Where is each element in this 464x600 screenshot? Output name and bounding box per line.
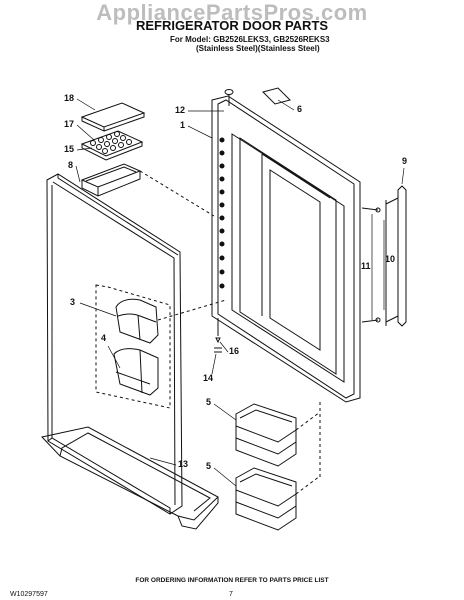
part-1-door-liner [211, 95, 361, 403]
callout-6: 6 [297, 104, 303, 114]
callout-15: 15 [64, 144, 75, 154]
part-5-bins-lower [235, 467, 297, 531]
liner-screws [219, 137, 225, 289]
callout-18: 18 [64, 93, 75, 103]
callout-11: 11 [361, 261, 371, 271]
callout-5-lower: 5 [206, 461, 212, 471]
door-handle [361, 185, 407, 327]
leader-lines [75, 98, 405, 487]
callout-16: 16 [229, 346, 240, 356]
part-18-cover [80, 102, 146, 132]
part-17-egg-tray [80, 130, 144, 161]
part-8-small-bin [80, 163, 142, 197]
page-number: 7 [229, 591, 233, 598]
callout-5-upper: 5 [206, 397, 212, 407]
callout-8: 8 [68, 160, 74, 170]
part-5-bins-upper [235, 403, 297, 467]
watermark: AppliancePartsPros.com [96, 0, 368, 25]
callout-14: 14 [203, 373, 214, 383]
part-4-bin [113, 348, 159, 396]
part-3-dispenser [115, 298, 159, 344]
callout-10: 10 [385, 254, 396, 264]
page-title: REFRIGERATOR DOOR PARTS [135, 18, 329, 33]
finish-line: (Stainless Steel)(Stainless Steel) [196, 44, 320, 53]
callout-13: 13 [178, 459, 189, 469]
callout-3: 3 [70, 297, 76, 307]
dispenser-dashed-outline [95, 284, 171, 409]
callout-9: 9 [402, 156, 408, 166]
part-12-screw [224, 89, 234, 106]
model-line: For Model: GB2526LEKS3, GB2526REKS3 [170, 35, 330, 44]
outer-door-panel [46, 173, 183, 515]
part-13-shelf-rail [41, 426, 219, 530]
ordering-note: FOR ORDERING INFORMATION REFER TO PARTS … [135, 577, 329, 584]
part-6-badge [262, 87, 291, 105]
callout-17: 17 [64, 119, 75, 129]
callout-12: 12 [175, 105, 186, 115]
assembly-lines [139, 170, 321, 495]
callout-1: 1 [180, 120, 186, 130]
document-number: W10297597 [10, 591, 48, 598]
callout-4: 4 [101, 333, 107, 343]
part-16-14-hardware [214, 318, 222, 353]
